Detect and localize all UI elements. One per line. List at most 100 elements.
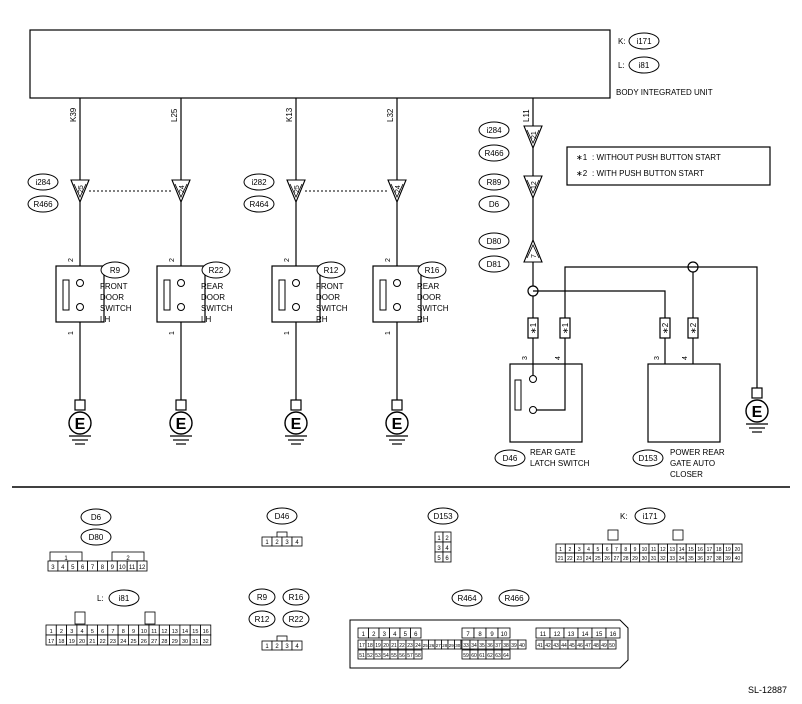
ground-rear-circle: [745, 399, 769, 423]
ground-1-terminal: [175, 399, 187, 411]
junction-rear-1-arrow-inner: [526, 129, 540, 144]
view-i171-row1-pin: 16: [697, 547, 703, 553]
ground-3-terminal: [391, 399, 403, 411]
jc-d81: D81: [487, 260, 502, 269]
view-r464-row2a-pin: 17: [359, 643, 365, 649]
view-rsw-row-pin: 4: [295, 644, 299, 650]
view-r464-row2c-cell: [517, 639, 527, 650]
jc-r466-left: R466: [33, 200, 53, 209]
ground-0-terminal: [74, 399, 86, 411]
view-i171-row2-pin: 40: [735, 556, 741, 562]
view-i171-row1-pin: 13: [669, 547, 675, 553]
view-i171-row1-pin: 6: [606, 547, 609, 553]
view-r464-row1b-cell: [497, 627, 511, 639]
junction-rear-2-pin: 12: [531, 181, 538, 189]
ground-rear-label: E: [752, 404, 763, 421]
view-r464-row2c-pin: 35: [479, 643, 485, 649]
wire-code-1: L25: [170, 108, 179, 122]
junction-rear-2-arrow: [523, 175, 543, 200]
closer-pin4: 4: [682, 356, 689, 360]
door-switch-2-plunger: [278, 279, 286, 311]
view-i81-row1-pin: 12: [161, 629, 167, 635]
legend-text-1: : WITHOUT PUSH BUTTON START: [592, 153, 721, 162]
junction-1-arrow: [171, 179, 191, 204]
jc-r466-left-oval: [27, 195, 59, 213]
view-r464-row2d-pin: 50: [609, 643, 615, 649]
latch-name-2: LATCH SWITCH: [530, 459, 590, 468]
view-i81-row2-pin: 22: [100, 639, 106, 645]
ground-2-circle: [284, 411, 308, 435]
view-r464-row1a-pin: 1: [362, 632, 366, 638]
door-switch-0-plunger: [62, 279, 70, 311]
door-switch-0-name: FRONT: [100, 282, 128, 291]
jc-r89: R89: [487, 178, 502, 187]
ground-3-label: E: [392, 416, 403, 433]
door-switch-3-name: SWITCH: [417, 304, 449, 313]
view-i171-row1-pin: 1: [559, 547, 562, 553]
jc-r464: R464: [249, 200, 269, 209]
view-i81-row1-pin: 9: [132, 629, 135, 635]
bcm-conn-code-i171: i171: [636, 37, 652, 46]
view-i171-row2-pin: 33: [669, 556, 675, 562]
door-switch-0-code: R9: [110, 266, 121, 275]
bcm-conn-code-i81-oval: [628, 56, 660, 74]
view-i171-key-2: [672, 529, 684, 541]
view-d6-top-pin: 1: [64, 556, 68, 562]
door-switch-1-code: R22: [209, 266, 224, 275]
view-r464-row1b-pin: 9: [490, 632, 494, 638]
jc-i284-rear: i284: [486, 126, 502, 135]
closer-box: [647, 363, 721, 443]
view-i171-row1-pin: 20: [735, 547, 741, 553]
view-i171-row1-pin: 14: [679, 547, 685, 553]
view-i171-row2-pin: 22: [567, 556, 573, 562]
wire-code-2: K13: [285, 107, 294, 122]
view-r464-row1c-pin: 12: [554, 632, 561, 638]
view-r464-row1a-pin: 5: [404, 632, 408, 638]
view-i81-row2-pin: 28: [161, 639, 167, 645]
junction-3-arrow-inner: [390, 183, 404, 198]
view-i171-row1-pin: 9: [634, 547, 637, 553]
door-switch-0-name: DOOR: [100, 293, 124, 302]
view-r464-row2d-pin: 46: [577, 643, 583, 649]
view-d46-row-pin: 3: [285, 540, 289, 546]
view-r464-row1a-pin: 4: [393, 632, 397, 638]
view-i81-row2-pin: 29: [172, 639, 178, 645]
door-switch-1-contact-bot: [177, 303, 185, 311]
view-i81-row1-pin: 4: [81, 629, 84, 635]
view-r464-row3a-pin: 55: [391, 653, 397, 659]
view-i81-row2-pin: 21: [89, 639, 95, 645]
jc-d80: D80: [487, 237, 502, 246]
view-r464-row3b-pin: 59: [463, 653, 469, 659]
junction-1-arrow-inner: [174, 183, 188, 198]
view-d6-row-pin: 3: [51, 565, 55, 571]
view-d153-pin: 1: [437, 536, 441, 542]
ground-2-terminal: [290, 399, 302, 411]
body-integrated-unit-box: [29, 29, 611, 99]
view-i171-row1-pin: 4: [587, 547, 590, 553]
view-i171-row2-pin: 37: [707, 556, 713, 562]
door-switch-3-name: REAR: [417, 282, 439, 291]
view-i171-row2-pin: 29: [632, 556, 638, 562]
view-i171-row1-pin: 7: [615, 547, 618, 553]
ground-2-label: E: [291, 416, 302, 433]
jc-r466-rear: R466: [484, 149, 504, 158]
view-d6-code: D6: [91, 513, 102, 522]
junction-3-pin: 24: [395, 185, 402, 193]
closer-pin3: 3: [654, 356, 661, 360]
door-switch-1-name: LH: [201, 315, 211, 324]
door-switch-2-name: FRONT: [316, 282, 344, 291]
view-i171-row1-pin: 19: [725, 547, 731, 553]
latch-contact-bot: [529, 406, 537, 414]
bcm-conn-code-i171-oval: [628, 32, 660, 50]
view-r464-row2d-pin: 41: [537, 643, 543, 649]
view-d6-row-cell: [136, 560, 148, 572]
view-r464-code: R464: [457, 594, 477, 603]
view-d46-code-oval: [266, 507, 298, 525]
view-i81-row1-pin: 13: [172, 629, 178, 635]
view-r464-row1b-pin: 8: [478, 632, 482, 638]
view-i81-row2-cell: [200, 634, 212, 646]
latch-pin4: 4: [555, 356, 562, 360]
door-switch-0-pin2: 2: [68, 258, 75, 262]
view-i171-key-1: [607, 529, 619, 541]
legend-text-2: : WITH PUSH BUTTON START: [592, 169, 704, 178]
